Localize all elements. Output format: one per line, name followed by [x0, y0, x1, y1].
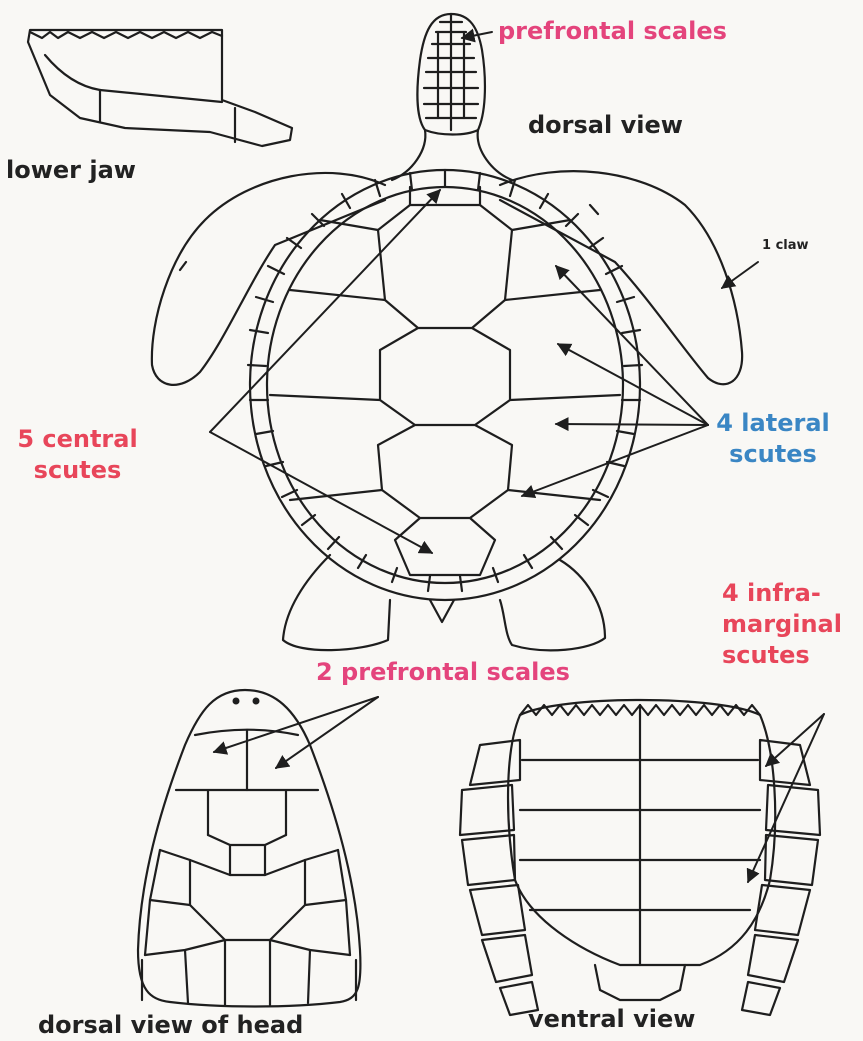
label-inframarginal-scutes: 4 infra- marginal scutes [722, 578, 842, 671]
right-rear-flipper [500, 560, 605, 650]
arrow-prefrontal-head-1 [214, 697, 378, 752]
label-lateral-scutes: 4 lateral scutes [708, 408, 838, 470]
head-dorsal-drawing [138, 690, 360, 1007]
carapace-outline [250, 170, 640, 600]
ventral-view-drawing [460, 700, 820, 1015]
label-two-prefrontal-scales: 2 prefrontal scales [316, 657, 570, 688]
arrow-prefrontal-head-2 [276, 697, 378, 768]
label-lateral-scutes-line2: scutes [708, 439, 838, 470]
plastron-outline [508, 700, 775, 965]
left-rear-flipper [283, 555, 390, 650]
label-inframarginal-line2: marginal [722, 609, 842, 640]
arrow-inframarginal-1 [766, 714, 824, 766]
label-dorsal-view-of-head: dorsal view of head [38, 1010, 303, 1041]
arrow-lateral-4 [522, 425, 708, 496]
label-lateral-scutes-line1: 4 lateral [708, 408, 838, 439]
arrow-central-2 [210, 432, 432, 553]
label-inframarginal-line3: scutes [722, 640, 842, 671]
label-central-scutes-line1: 5 central [10, 424, 145, 455]
label-ventral-view: ventral view [528, 1004, 695, 1035]
label-inframarginal-line1: 4 infra- [722, 578, 842, 609]
central-scutes [378, 205, 512, 575]
arrow-lateral-3 [556, 424, 708, 425]
arrow-lateral-1 [556, 266, 708, 425]
label-central-scutes: 5 central scutes [10, 424, 145, 486]
lower-jaw-drawing [28, 30, 292, 146]
head-outline [138, 690, 360, 1007]
label-one-claw: 1 claw [762, 238, 809, 254]
label-lower-jaw: lower jaw [6, 155, 136, 186]
arrow-lateral-2 [558, 344, 708, 425]
label-central-scutes-line2: scutes [10, 455, 145, 486]
arrow-claw [722, 262, 758, 288]
label-dorsal-view: dorsal view [528, 110, 683, 141]
label-prefrontal-scales: prefrontal scales [498, 16, 727, 47]
